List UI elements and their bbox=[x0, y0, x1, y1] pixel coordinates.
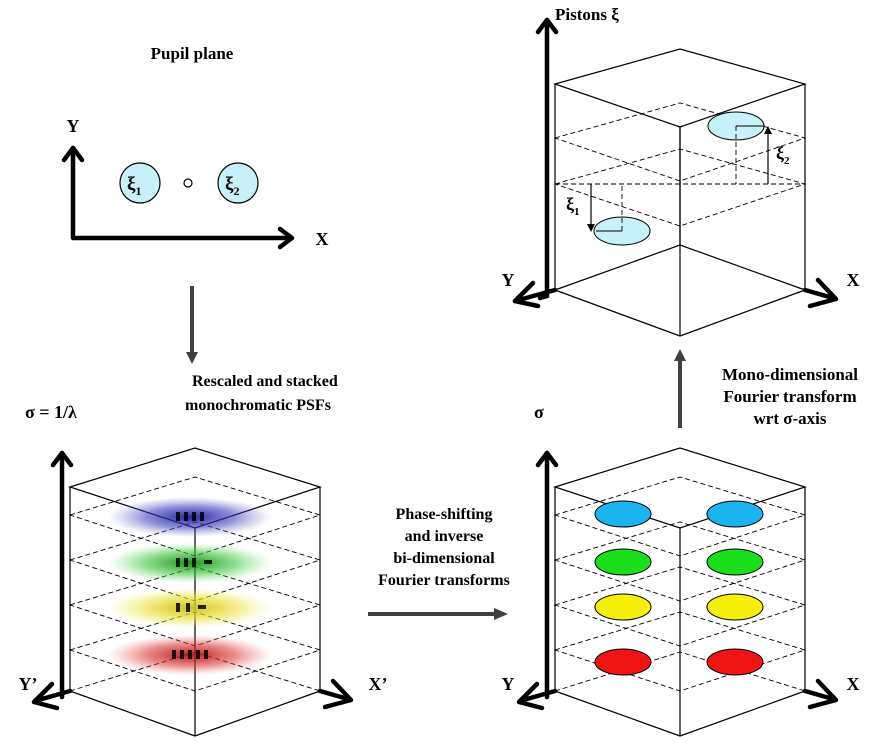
layer-green-right bbox=[706, 548, 764, 576]
pistons-title: Pistons ξ bbox=[555, 5, 619, 24]
svg-text:and inverse: and inverse bbox=[405, 528, 484, 545]
layer-blue-right bbox=[706, 500, 764, 528]
sigma-label: σ bbox=[534, 402, 544, 422]
psf-sigma-label: σ = 1/λ bbox=[25, 402, 77, 422]
arrow-pupil-to-psf bbox=[186, 286, 198, 364]
sigma-dashed-planes bbox=[553, 476, 807, 692]
layer-yellow-right bbox=[706, 593, 764, 621]
pupil-x-arrowhead bbox=[277, 226, 295, 250]
svg-text:Fourier transform: Fourier transform bbox=[723, 387, 856, 406]
psf-blue bbox=[108, 497, 272, 537]
pistons-cube-panel: Pistons ξ ξ2 bbox=[502, 5, 860, 337]
aperture-2 bbox=[217, 162, 259, 204]
aperture-1 bbox=[119, 162, 161, 204]
psf-caption-line2: monochromatic PSFs bbox=[185, 397, 331, 414]
svg-text:Fourier transforms: Fourier transforms bbox=[378, 572, 510, 589]
psf-y-label: Y’ bbox=[19, 674, 38, 694]
pupil-axes bbox=[70, 145, 293, 241]
xi-2-label: ξ2 bbox=[776, 143, 790, 167]
pupil-center-marker bbox=[183, 178, 193, 188]
phase-shifting-caption: Phase-shifting and inverse bi-dimensiona… bbox=[378, 506, 510, 589]
layer-green-left bbox=[594, 548, 652, 576]
pistons-y-label: Y bbox=[502, 270, 515, 290]
layer-red-left bbox=[594, 648, 652, 676]
pupil-plane-panel: Pupil plane Y X ξ1 ξ2 bbox=[61, 44, 329, 250]
svg-text:bi-dimensional: bi-dimensional bbox=[393, 550, 495, 567]
pistons-x-label: X bbox=[847, 270, 860, 290]
layer-blue-left bbox=[594, 500, 652, 528]
xi-1-label: ξ1 bbox=[566, 194, 580, 218]
layer-yellow-left bbox=[594, 593, 652, 621]
layer-red-right bbox=[706, 648, 764, 676]
aperture-1-label: ξ1 bbox=[127, 174, 141, 198]
mono-fourier-caption: Mono-dimensional Fourier transform wrt σ… bbox=[722, 365, 858, 428]
psf-x-label: X’ bbox=[369, 674, 388, 694]
psf-caption-line1: Rescaled and stacked bbox=[192, 373, 338, 390]
psf-blobs bbox=[108, 497, 272, 675]
pupil-y-label: Y bbox=[67, 116, 80, 136]
svg-text:Phase-shifting: Phase-shifting bbox=[396, 506, 493, 523]
pupil-plane-title: Pupil plane bbox=[151, 44, 234, 63]
sigma-cube-panel: σ bbox=[502, 402, 860, 737]
svg-text:wrt σ-axis: wrt σ-axis bbox=[754, 409, 827, 428]
svg-text:Mono-dimensional: Mono-dimensional bbox=[722, 365, 858, 384]
psf-stack-panel: Rescaled and stacked monochromatic PSFs … bbox=[19, 373, 388, 737]
arrow-sigma-to-pistons bbox=[674, 349, 686, 428]
psf-green bbox=[108, 543, 272, 583]
arrow-psf-to-sigma bbox=[368, 608, 508, 620]
sigma-y-label: Y bbox=[502, 674, 515, 694]
pupil-y-arrowhead bbox=[61, 145, 85, 163]
pistons-cube-edges bbox=[552, 48, 808, 337]
sigma-layers bbox=[594, 500, 764, 676]
sigma-x-label: X bbox=[847, 674, 860, 694]
aperture-2-label: ξ2 bbox=[225, 174, 239, 198]
piston-guides bbox=[555, 126, 805, 231]
pupil-x-label: X bbox=[316, 229, 329, 249]
sigma-cube-edges bbox=[553, 447, 807, 737]
